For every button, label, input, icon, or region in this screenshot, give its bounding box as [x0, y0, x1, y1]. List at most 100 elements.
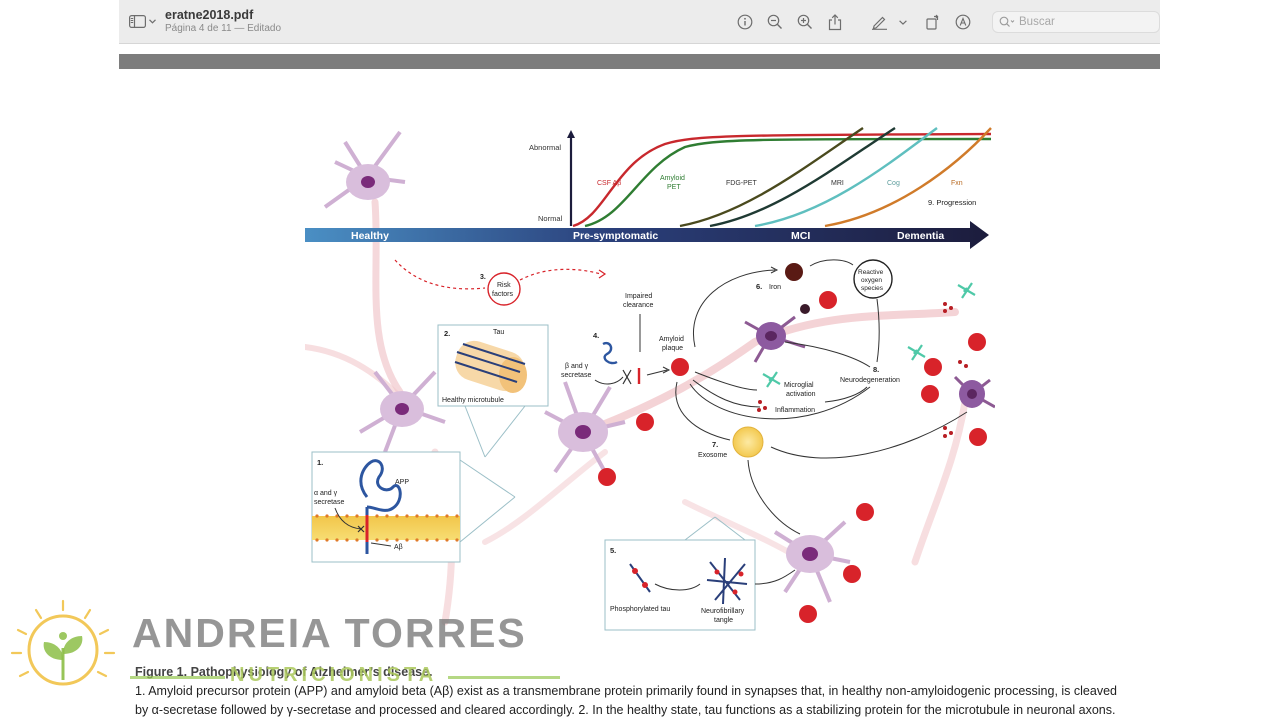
previous-page-edge — [119, 54, 1160, 69]
label-amyloid-pet-2: PET — [667, 184, 681, 191]
label-fdg-pet: FDG-PET — [726, 180, 757, 187]
curve-csf-abeta — [573, 134, 991, 226]
axis-normal-label: Normal — [538, 214, 563, 223]
tau-inset: 2. Tau Healthy microtubule — [438, 325, 548, 457]
zoom-in-button[interactable] — [790, 10, 820, 34]
markup-options-button[interactable] — [894, 10, 912, 34]
annotate-button[interactable] — [948, 10, 978, 34]
stage-dementia: Dementia — [897, 230, 944, 242]
caption-title: Figure 1. Pathophysiology of Alzheimer’s… — [135, 663, 1145, 682]
alzheimers-pathophysiology-figure: Healthy Pre-symptomatic MCI Dementia Abn… — [305, 122, 995, 637]
healthy-microtubule-label: Healthy microtubule — [442, 397, 504, 404]
degenerating-neuron — [955, 377, 995, 408]
curve-fxn — [825, 128, 991, 226]
caption-line-2: by α-secretase followed by γ-secretase a… — [135, 701, 1145, 720]
neuron-cell — [360, 372, 445, 452]
ros-2: oxygen — [861, 277, 882, 284]
markup-button[interactable] — [864, 10, 894, 34]
zoom-out-icon — [767, 14, 783, 30]
beta-gamma-1: β and γ — [565, 363, 589, 370]
toolbar: eratne2018.pdf Página 4 de 11 — Editado — [119, 0, 1160, 44]
app-number: 1. — [317, 458, 323, 467]
stage-healthy: Healthy — [351, 230, 389, 242]
stage-presymptomatic: Pre-symptomatic — [573, 230, 658, 242]
iron-label: Iron — [769, 284, 781, 291]
neurodegeneration-label: Neurodegeneration — [840, 377, 900, 384]
step5-number: 5. — [610, 546, 616, 555]
risk-label-2: factors — [492, 291, 514, 298]
search-input[interactable] — [1019, 16, 1149, 28]
neuron-cell — [545, 382, 625, 472]
risk-factors: 3. Risk factors — [395, 260, 605, 305]
microglial-2: activation — [786, 391, 816, 398]
abeta-label: Aβ — [394, 544, 403, 551]
amyloid-plaque-2: plaque — [662, 345, 683, 352]
share-icon — [828, 14, 842, 31]
risk-label-1: Risk — [497, 282, 511, 289]
app-label: APP — [395, 479, 409, 486]
alpha-gamma-1: α and γ — [314, 490, 338, 497]
exosome-label: Exosome — [698, 452, 727, 459]
stage-mci: MCI — [791, 230, 810, 242]
curve-cog — [755, 128, 937, 226]
app-inset: 1. APP α and γ secretase Aβ — [312, 452, 515, 562]
zoom-out-button[interactable] — [760, 10, 790, 34]
risk-number: 3. — [480, 274, 486, 281]
exosome-number: 7. — [712, 440, 718, 449]
phospho-tau-label: Phosphorylated tau — [610, 606, 670, 613]
rotate-icon — [925, 14, 941, 30]
step4-number: 4. — [593, 331, 599, 340]
axis-abnormal-label: Abnormal — [529, 143, 561, 152]
document-title[interactable]: eratne2018.pdf — [165, 8, 281, 22]
neuro-number: 8. — [873, 365, 879, 374]
biomarker-axis: Abnormal Normal — [529, 130, 575, 226]
neuron-cell — [775, 522, 850, 602]
sidebar-toggle-button[interactable] — [125, 10, 159, 34]
ros-3: species — [861, 285, 884, 292]
amyloid-plaque-1: Amyloid — [659, 336, 684, 343]
label-progression: 9. Progression — [928, 198, 976, 207]
share-button[interactable] — [820, 10, 850, 34]
document-info: eratne2018.pdf Página 4 de 11 — Editado — [165, 8, 281, 35]
search-icon — [999, 16, 1015, 28]
annotate-icon — [955, 14, 971, 30]
nft-2: tangle — [714, 617, 733, 624]
caption-line-1: 1. Amyloid precursor protein (APP) and a… — [135, 682, 1145, 701]
tau-label: Tau — [493, 329, 504, 336]
iron-ros: 6. Iron Reactive oxygen species — [693, 260, 892, 362]
page-status: Página 4 de 11 — Editado — [165, 22, 281, 35]
nft-1: Neurofibrillary — [701, 608, 745, 615]
beta-gamma-2: secretase — [561, 372, 591, 379]
label-amyloid-pet-1: Amyloid — [660, 175, 685, 182]
disease-stage-bar: Healthy Pre-symptomatic MCI Dementia — [305, 221, 989, 249]
sidebar-icon — [129, 15, 146, 28]
alpha-gamma-2: secretase — [314, 499, 344, 506]
microglial-1: Microglial — [784, 382, 814, 389]
label-fxn: Fxn — [951, 180, 963, 187]
curve-amyloid-pet — [585, 139, 991, 226]
chevron-down-icon — [149, 19, 156, 24]
zoom-in-icon — [797, 14, 813, 30]
tangle-inset: 5. Phosphorylated tau Neurofibrillary ta… — [605, 517, 795, 630]
info-icon — [737, 14, 753, 30]
figure-caption: Figure 1. Pathophysiology of Alzheimer’s… — [135, 663, 1145, 720]
amyloid-processing: 4. β and γ secretase Impaired clearance … — [561, 293, 684, 384]
ros-1: Reactive — [858, 269, 884, 276]
impaired-clearance-1: Impaired — [625, 293, 652, 300]
neuron-cell — [325, 132, 405, 207]
chevron-down-icon — [899, 20, 907, 25]
impaired-clearance-2: clearance — [623, 302, 653, 309]
markup-pen-icon — [871, 14, 888, 30]
exosome: 7. Exosome — [676, 382, 967, 534]
label-cog: Cog — [887, 180, 900, 187]
inflammation-label: Inflammation — [775, 407, 815, 414]
sun-leaf-logo-icon — [8, 598, 118, 698]
search-field[interactable] — [992, 11, 1160, 33]
iron-number: 6. — [756, 282, 762, 291]
info-button[interactable] — [730, 10, 760, 34]
rotate-button[interactable] — [918, 10, 948, 34]
biomarker-curves — [573, 128, 991, 226]
label-mri: MRI — [831, 180, 844, 187]
label-csf-abeta: CSF Aβ — [597, 180, 621, 187]
tau-number: 2. — [444, 329, 450, 338]
